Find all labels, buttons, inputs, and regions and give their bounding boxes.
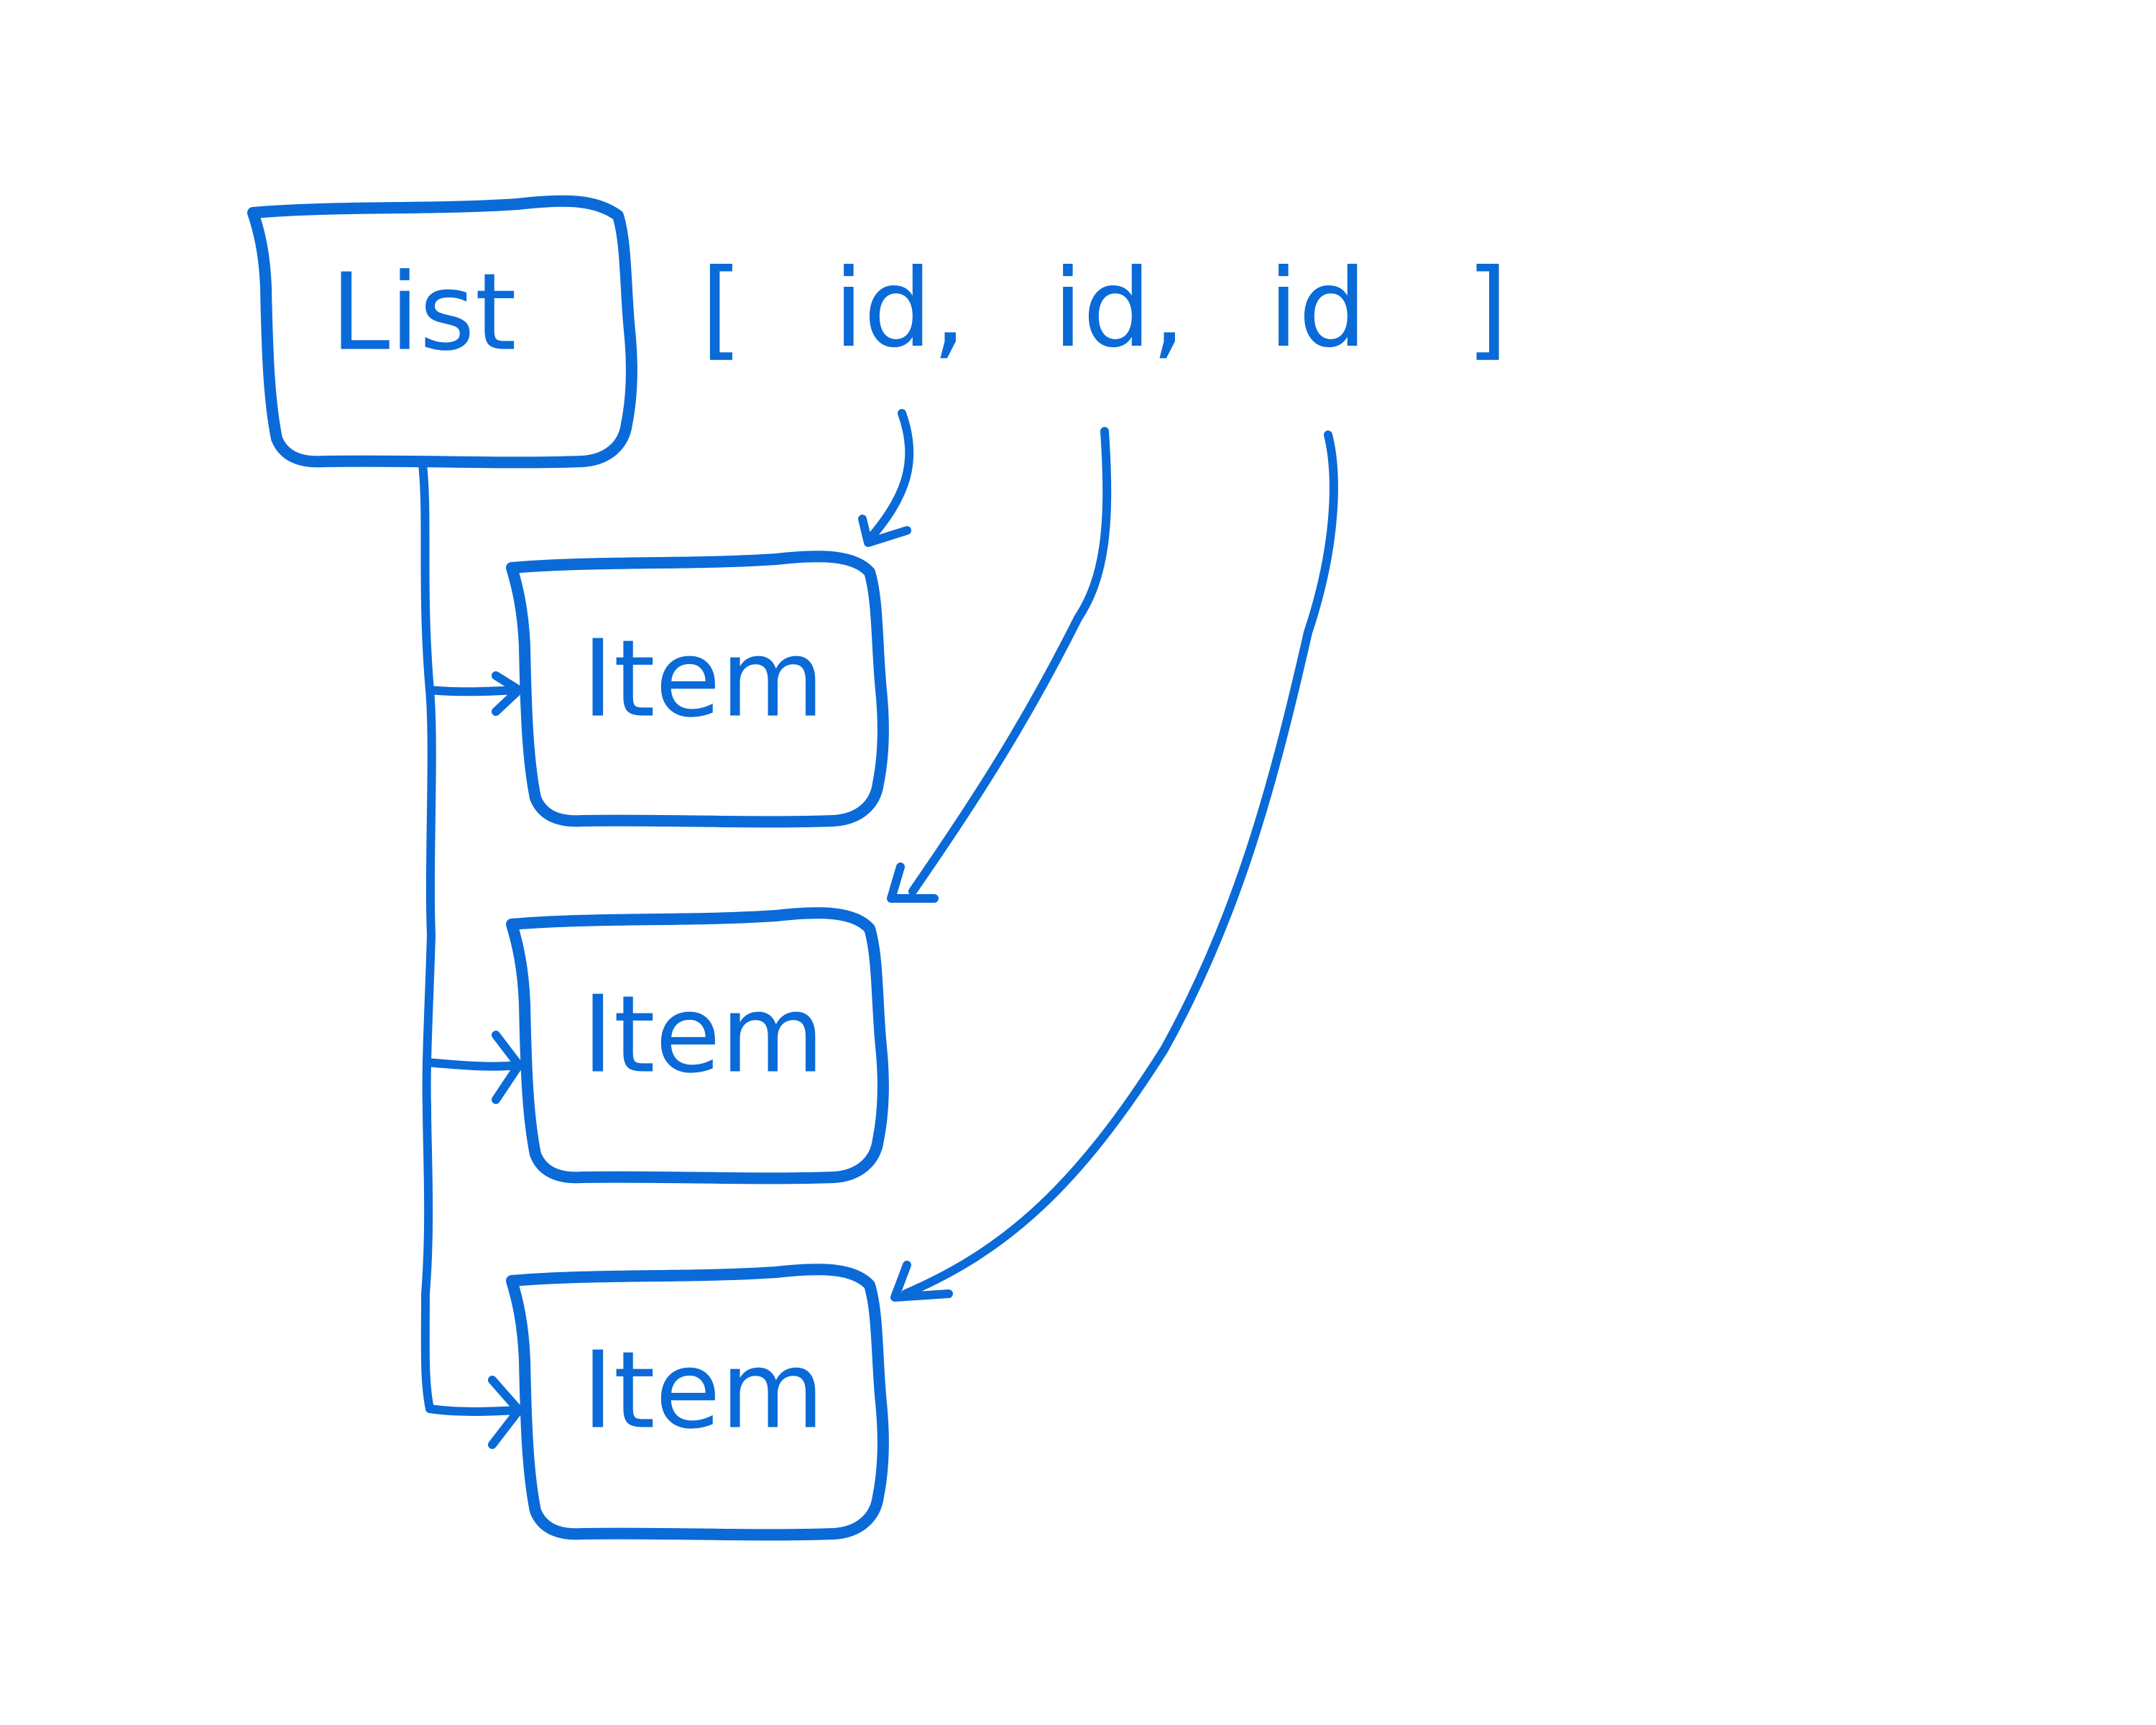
id-to-item-arrows	[858, 409, 1338, 1302]
id-3: id	[1268, 247, 1367, 372]
close-bracket: ]	[1466, 247, 1508, 372]
list-box	[247, 195, 637, 469]
curve-arrowhead-1	[858, 515, 911, 547]
list-label: List	[331, 251, 517, 374]
item-node-3: Item	[506, 1264, 889, 1541]
arrowhead-3	[488, 1376, 523, 1449]
item-node-1: Item	[506, 551, 889, 828]
item-label: Item	[582, 973, 824, 1097]
branch-line-2	[423, 1058, 522, 1071]
list-node: List	[247, 195, 637, 469]
vertical-spine	[418, 460, 436, 1413]
curve-arrowhead-2	[887, 862, 939, 903]
list-to-items-connectors	[418, 460, 523, 1449]
open-bracket: [	[701, 247, 743, 372]
id-2: id,	[1053, 247, 1186, 372]
branch-line-1	[425, 686, 522, 696]
id-array: [ id, id, id ]	[701, 247, 1508, 372]
item-box	[506, 551, 889, 828]
curve-id3-item3	[901, 431, 1338, 1298]
item-label: Item	[582, 1329, 824, 1453]
item-box	[506, 907, 889, 1184]
curve-id2-item2	[908, 427, 1112, 896]
curve-arrowhead-3	[890, 1261, 953, 1302]
item-node-2: Item	[506, 907, 889, 1184]
arrowhead-2	[492, 1031, 523, 1104]
arrowhead-1	[492, 671, 523, 716]
curve-id1-item1	[865, 409, 914, 543]
branch-line-3	[425, 1404, 522, 1416]
id-1: id,	[834, 247, 967, 372]
item-box	[506, 1264, 889, 1541]
item-label: Item	[582, 617, 824, 741]
